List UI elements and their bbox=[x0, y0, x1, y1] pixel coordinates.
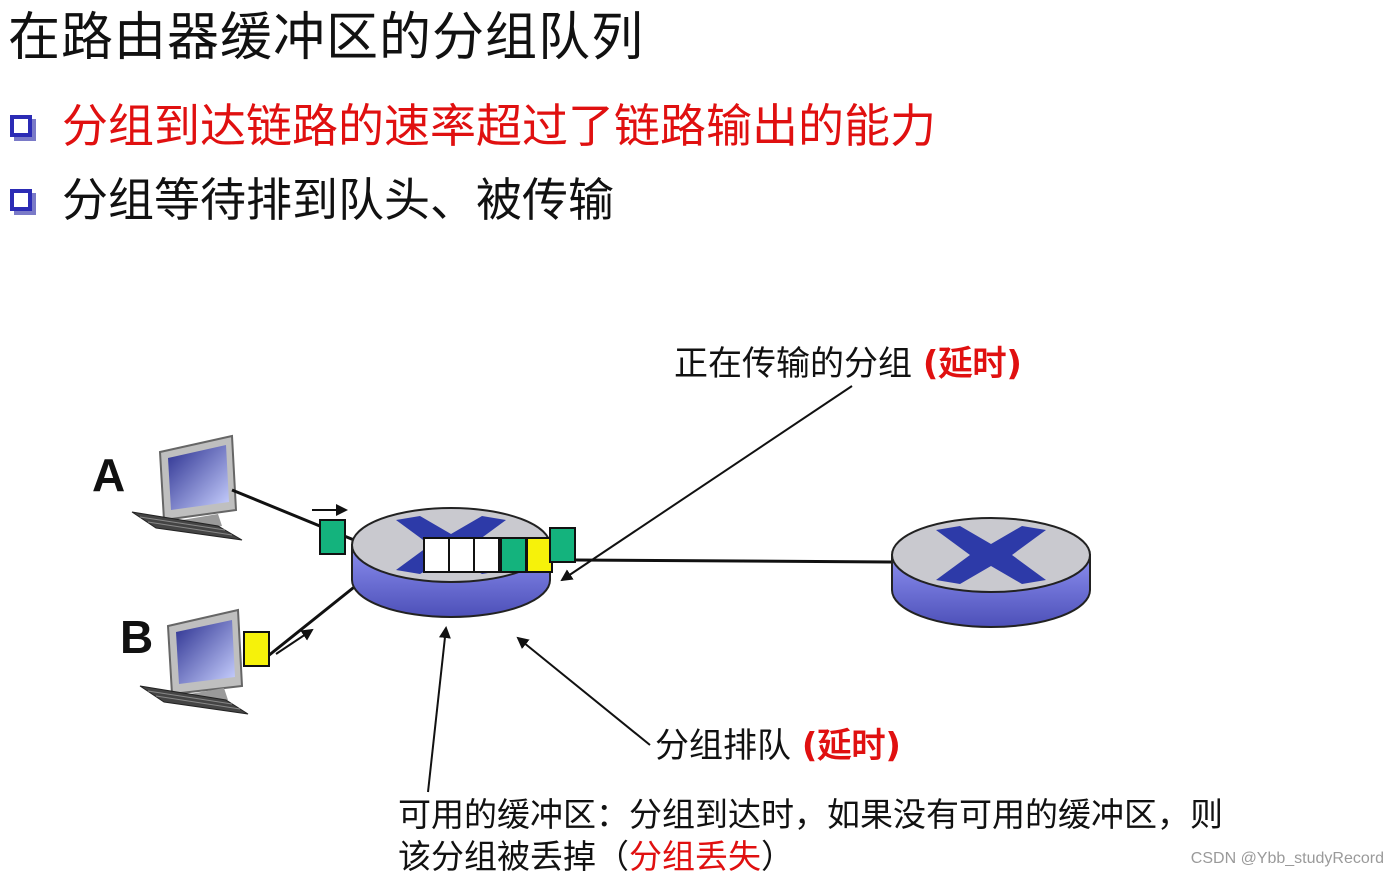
router-right-icon bbox=[892, 518, 1090, 627]
pointer-transmitting bbox=[562, 386, 852, 580]
label-buffer-line1: 可用的缓冲区：分组到达时，如果没有可用的缓冲区，则 bbox=[398, 794, 1223, 836]
buffer-slot-empty bbox=[449, 538, 474, 572]
label-queueing-text: 分组排队 bbox=[655, 726, 791, 766]
arriving-packet-b bbox=[244, 632, 269, 666]
label-queueing: 分组排队 (延时) bbox=[655, 725, 901, 767]
label-transmitting: 正在传输的分组 (延时) bbox=[674, 343, 1022, 385]
label-buffer-line2-pre: 该分组被丢掉（ bbox=[398, 837, 629, 876]
pointer-queueing bbox=[518, 638, 650, 745]
buffer-slot-empty bbox=[424, 538, 449, 572]
label-buffer-line2: 该分组被丢掉（分组丢失） bbox=[398, 836, 794, 878]
label-transmitting-text: 正在传输的分组 bbox=[674, 344, 912, 384]
label-queueing-delay: (延时) bbox=[802, 726, 901, 766]
link-router-router bbox=[576, 560, 892, 562]
queued-packet-yellow bbox=[527, 538, 552, 572]
transmitting-packet bbox=[550, 528, 575, 562]
host-b-label: B bbox=[120, 610, 153, 664]
arriving-packet-a bbox=[320, 520, 345, 554]
queued-packet-green bbox=[501, 538, 526, 572]
label-transmitting-delay: (延时) bbox=[923, 344, 1022, 384]
link-b-router bbox=[268, 584, 358, 656]
label-buffer-line2-post: ） bbox=[761, 837, 794, 876]
label-packet-loss: 分组丢失 bbox=[629, 837, 761, 876]
watermark: CSDN @Ybb_studyRecord bbox=[1191, 850, 1384, 868]
pointer-buffer bbox=[428, 628, 446, 792]
computer-b-icon bbox=[140, 610, 248, 714]
computer-a-icon bbox=[132, 436, 242, 540]
buffer-slot-empty bbox=[474, 538, 499, 572]
host-a-label: A bbox=[92, 448, 125, 502]
